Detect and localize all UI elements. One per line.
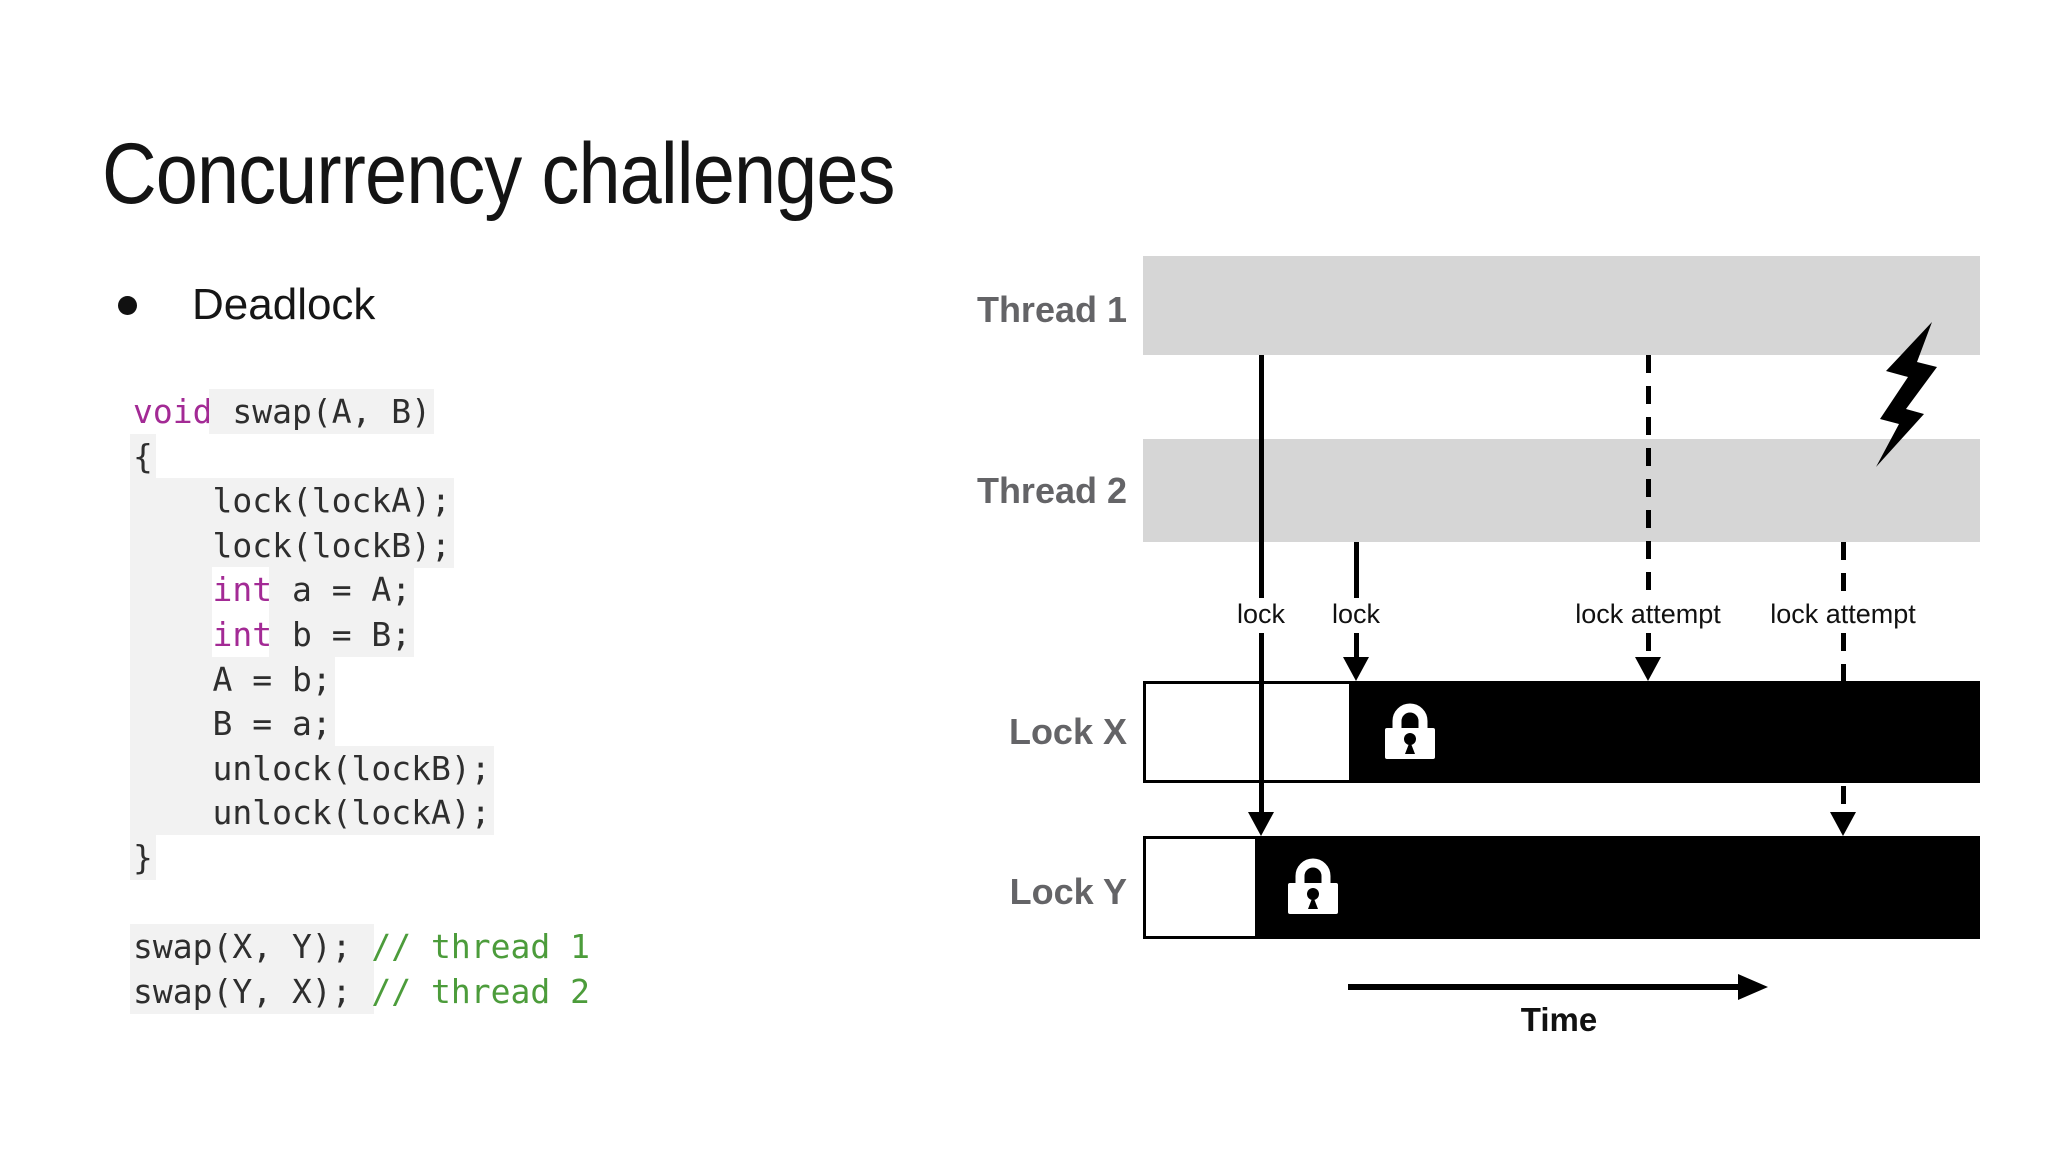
lock-x-label: Lock X [1008, 711, 1127, 752]
thread2-lock-line [1354, 633, 1359, 657]
padlock-icon [1288, 858, 1338, 914]
code-line: A = b; [130, 656, 590, 703]
code-line: int a = A; [130, 567, 590, 613]
lock-attempt-label: lock attempt [1770, 599, 1916, 629]
thread1-bar [1143, 256, 1980, 355]
code-line: B = a; [130, 701, 590, 747]
thread1-lock-line [1259, 633, 1264, 813]
code-token: a = A; [269, 567, 415, 613]
thread1-lock-line [1259, 355, 1264, 598]
thread2-label: Thread 2 [976, 470, 1127, 511]
code-line: void swap(A, B) [133, 389, 590, 435]
code-token [130, 611, 216, 657]
keyword-token: int [212, 611, 273, 657]
code-line: int b = B; [130, 611, 590, 658]
lock-y-held-segment [1258, 836, 1980, 939]
page-title: Concurrency challenges [102, 126, 895, 222]
keyword-token: void [133, 389, 213, 434]
code-line: unlock(lockA); [130, 790, 590, 836]
keyword-token: int [212, 567, 273, 613]
time-axis-arrowhead [1738, 974, 1768, 1000]
code-token [130, 567, 216, 613]
thread2-lock-attempt-line [1841, 786, 1846, 814]
code-line: { [130, 433, 590, 480]
time-label: Time [1520, 1001, 1598, 1038]
code-token: swap(X, Y); [130, 924, 375, 970]
code-token: } [130, 834, 156, 880]
code-line: } [130, 834, 590, 881]
comment-token: // thread 2 [371, 971, 590, 1011]
thread1-lock-attempt-arrowhead [1635, 657, 1661, 681]
code-token: unlock(lockA); [130, 790, 494, 836]
code-token: b = B; [269, 611, 415, 657]
code-token: lock(lockB); [130, 522, 454, 568]
thread1-lock-arrowhead [1248, 812, 1274, 836]
thread1-label: Thread 1 [976, 289, 1127, 330]
lock-y-free-segment [1143, 836, 1258, 939]
code-line: swap(X, Y); // thread 1 [130, 924, 590, 970]
lock-label: lock [1331, 599, 1380, 629]
time-axis-line [1348, 984, 1740, 990]
code-token: lock(lockA); [130, 478, 454, 524]
code-token: swap(A, B) [209, 389, 435, 434]
code-line: swap(Y, X); // thread 2 [130, 968, 590, 1015]
lock-y-label: Lock Y [1009, 871, 1127, 912]
lock-attempt-label: lock attempt [1575, 599, 1721, 629]
thread2-bar [1143, 439, 1980, 542]
code-token: A = b; [130, 656, 335, 702]
code-token: swap(Y, X); [130, 968, 375, 1014]
lock-x-free-segment [1143, 681, 1352, 783]
thread1-lock-attempt-line [1646, 633, 1651, 657]
code-line: unlock(lockB); [130, 745, 590, 792]
code-line: lock(lockA); [130, 478, 590, 524]
lock-label: lock [1236, 599, 1285, 629]
bullet-dot [118, 296, 137, 315]
thread2-lock-attempt-arrowhead [1830, 812, 1856, 836]
comment-token: // thread 1 [371, 927, 590, 967]
code-line: lock(lockB); [130, 522, 590, 569]
code-block: void swap(A, B) { lock(lockA); lock(lock… [130, 389, 590, 1015]
code-token: { [130, 433, 156, 479]
lock-x-held-segment [1352, 681, 1980, 783]
padlock-icon [1385, 703, 1435, 759]
code-token: B = a; [130, 701, 335, 747]
thread2-lock-attempt-line [1841, 633, 1846, 681]
code-line-blank [133, 881, 590, 926]
bullet-label: Deadlock [192, 280, 376, 329]
lightning-bolt-icon [1876, 322, 1937, 467]
thread2-lock-line [1354, 542, 1359, 598]
thread2-lock-arrowhead [1343, 657, 1369, 681]
thread2-lock-attempt-line [1841, 542, 1846, 598]
code-token: unlock(lockB); [130, 745, 494, 791]
thread1-lock-attempt-line [1646, 355, 1651, 598]
